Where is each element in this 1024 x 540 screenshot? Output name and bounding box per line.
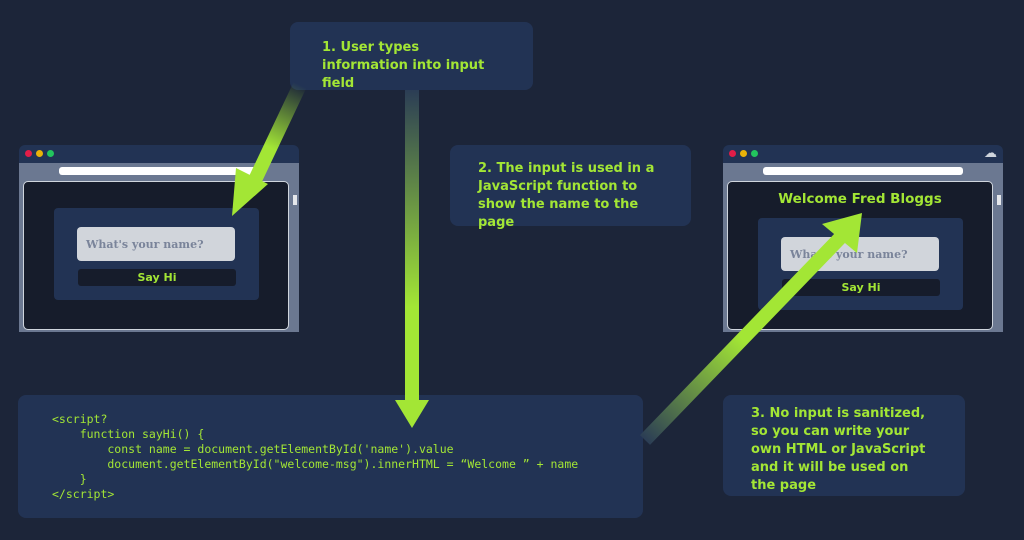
scrollbar[interactable] [997, 195, 1001, 205]
code-line: const name = document.getElementById('na… [52, 442, 454, 456]
code-line: </script> [52, 487, 115, 501]
arrow-step-2 [395, 90, 429, 428]
step-2-callout: 2. The input is used in a JavaScript fun… [450, 145, 691, 230]
arrow-step-3 [639, 213, 862, 445]
step-3-text: 3. No input is sanitized, so you can wri… [751, 406, 926, 493]
step-3-callout: 3. No input is sanitized, so you can wri… [723, 395, 965, 496]
cloud-icon: ☁ [984, 146, 997, 161]
code-lines: <script? function sayHi() { const name =… [52, 412, 643, 502]
form-panel: What's your name? Say Hi [758, 218, 963, 310]
code-line: document.getElementById("welcome-msg").i… [52, 457, 579, 471]
code-block: <script? function sayHi() { const name =… [18, 395, 643, 518]
code-line: <script? [52, 412, 108, 426]
welcome-message: Welcome Fred Bloggs [778, 191, 942, 207]
page-content: What's your name? Say Hi [23, 181, 289, 330]
arrow-step-1 [232, 82, 307, 216]
step-2-text: 2. The input is used in a JavaScript fun… [478, 161, 655, 230]
form-panel: What's your name? Say Hi [54, 208, 259, 300]
scrollbar[interactable] [293, 195, 297, 205]
window-controls [729, 150, 758, 157]
code-line: function sayHi() { [52, 427, 205, 441]
say-hi-button[interactable]: Say Hi [782, 279, 940, 296]
browser-before: What's your name? Say Hi [19, 145, 299, 332]
address-bar[interactable] [59, 167, 264, 175]
name-input[interactable]: What's your name? [77, 227, 235, 261]
say-hi-button[interactable]: Say Hi [78, 269, 236, 286]
step-1-callout: 1. User types information into input fie… [290, 22, 533, 91]
address-bar[interactable] [763, 167, 963, 175]
window-controls [25, 150, 54, 157]
step-1-text: 1. User types information into input fie… [322, 40, 485, 91]
code-line: } [52, 472, 87, 486]
